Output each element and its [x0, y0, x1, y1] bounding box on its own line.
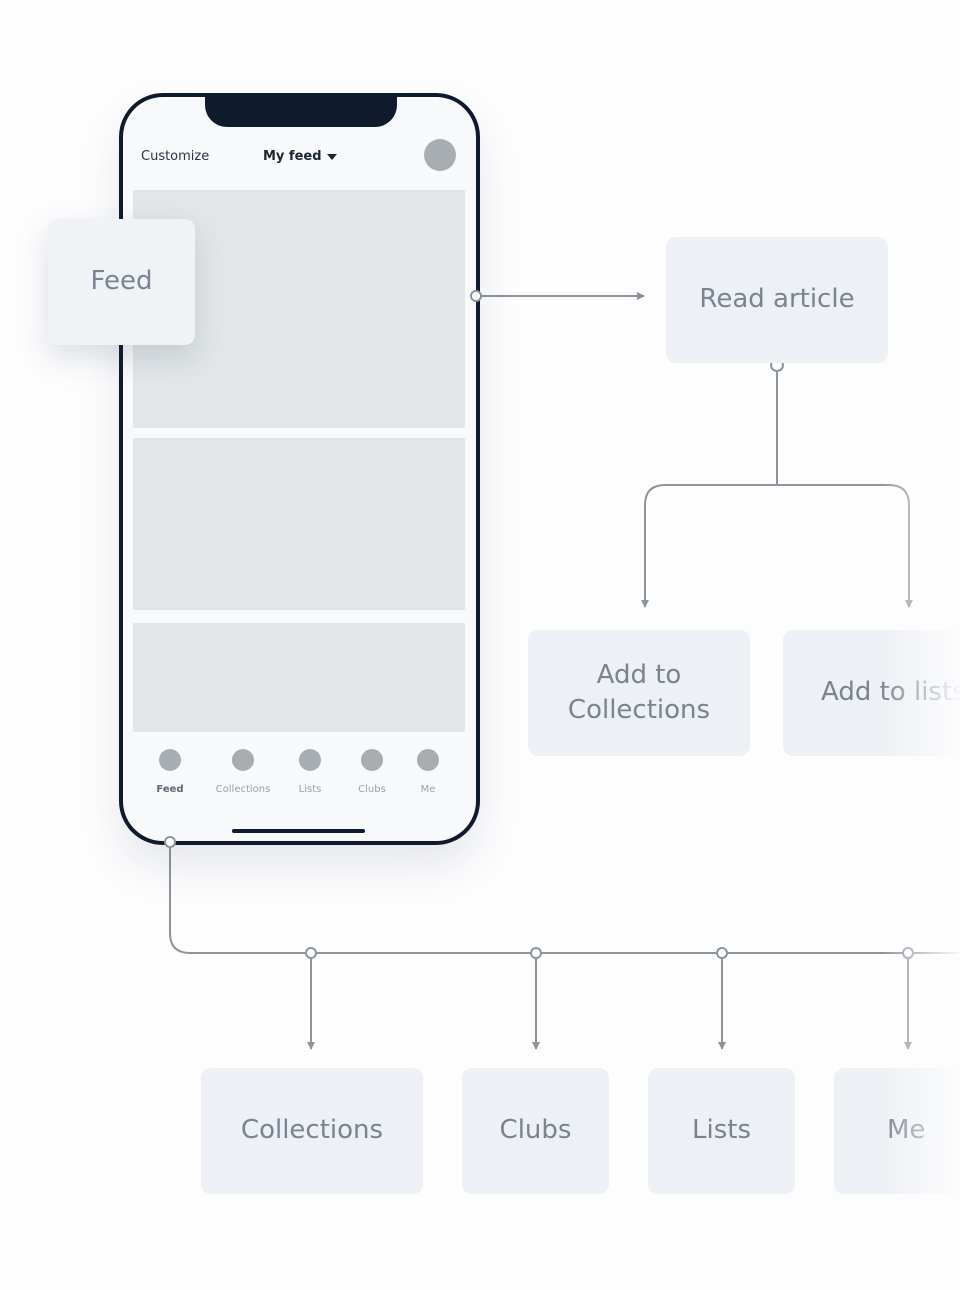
- node-collections[interactable]: Collections: [201, 1068, 423, 1194]
- node-add-to-lists[interactable]: Add to lists: [783, 630, 960, 756]
- node-feed-label: Feed: [90, 266, 153, 297]
- node-add-to-lists-label: Add to lists: [821, 677, 960, 708]
- node-clubs-label: Clubs: [499, 1115, 572, 1146]
- connector-dot: [164, 836, 176, 848]
- tab-label: Me: [420, 784, 436, 795]
- tab-me[interactable]: Me: [393, 749, 463, 795]
- node-add-to-collections[interactable]: Add to Collections: [528, 630, 750, 756]
- node-me[interactable]: Me: [834, 1068, 960, 1194]
- tab-label: Lists: [298, 784, 322, 795]
- tabbar-bus-line: [169, 842, 960, 954]
- tab-clubs[interactable]: Clubs: [337, 749, 407, 795]
- connector-dot: [716, 947, 728, 959]
- node-read-article[interactable]: Read article: [666, 237, 888, 363]
- customize-link[interactable]: Customize: [141, 149, 210, 164]
- tab-icon: [232, 749, 254, 771]
- node-clubs[interactable]: Clubs: [462, 1068, 609, 1194]
- feed-card-placeholder[interactable]: [133, 438, 465, 610]
- tab-lists[interactable]: Lists: [275, 749, 345, 795]
- node-add-to-collections-label: Add to Collections: [567, 659, 711, 725]
- tab-label: Feed: [156, 784, 184, 795]
- feed-selector[interactable]: My feed: [263, 149, 337, 164]
- node-feed[interactable]: Feed: [48, 219, 195, 345]
- tab-collections[interactable]: Collections: [208, 749, 278, 795]
- tab-label: Clubs: [358, 784, 386, 795]
- connector-dot: [530, 947, 542, 959]
- avatar[interactable]: [424, 139, 456, 171]
- connector-dot: [470, 290, 482, 302]
- phone-mockup: Customize My feed Feed Collections Lists…: [119, 93, 480, 845]
- node-read-article-label: Read article: [699, 284, 855, 315]
- tab-icon: [159, 749, 181, 771]
- tab-feed[interactable]: Feed: [135, 749, 205, 795]
- tab-icon: [361, 749, 383, 771]
- feed-card-placeholder[interactable]: [133, 623, 465, 732]
- phone-notch: [205, 97, 397, 127]
- feed-selector-label: My feed: [263, 149, 322, 164]
- branch-to-add-collections: [641, 484, 777, 608]
- caret-down-icon: [326, 153, 337, 160]
- node-collections-label: Collections: [240, 1115, 384, 1146]
- tab-label: Collections: [215, 784, 271, 795]
- tab-icon: [299, 749, 321, 771]
- node-lists-label: Lists: [692, 1115, 751, 1146]
- tab-icon: [417, 749, 439, 771]
- home-indicator: [232, 829, 365, 833]
- node-lists[interactable]: Lists: [648, 1068, 795, 1194]
- connector-dot: [305, 947, 317, 959]
- node-me-label: Me: [887, 1115, 926, 1146]
